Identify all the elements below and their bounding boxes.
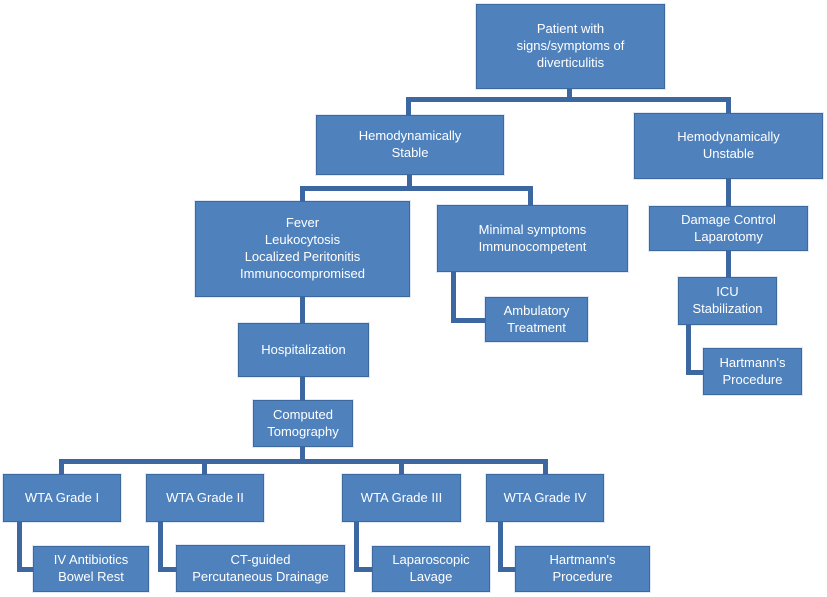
connector-patient-stub: [567, 89, 572, 99]
connector-wta2-elbow-h: [158, 567, 176, 572]
connector-hosp-ct: [300, 377, 305, 400]
connector-icu-elbow-h: [686, 370, 703, 375]
node-hemodynamically-stable: Hemodynamically Stable: [316, 115, 504, 175]
connector-minimal-elbow-v: [451, 272, 456, 323]
node-ct-guided-drainage: CT-guided Percutaneous Drainage: [176, 545, 345, 592]
node-hartmanns-procedure-right: Hartmann's Procedure: [703, 348, 802, 395]
connector-unstable-damage: [726, 179, 731, 206]
connector-to-minimal: [528, 186, 533, 205]
connector-wta1-elbow-v: [17, 522, 22, 572]
connector-to-unstable: [726, 97, 731, 113]
node-hospitalization: Hospitalization: [238, 323, 369, 377]
node-computed-tomography: Computed Tomography: [253, 400, 353, 447]
connector-wta2-elbow-v: [158, 522, 163, 572]
connector-stable-stub: [407, 175, 412, 189]
node-ambulatory-treatment: Ambulatory Treatment: [485, 297, 588, 342]
connector-wta3-elbow-h: [354, 567, 372, 572]
node-wta-grade-2: WTA Grade II: [146, 474, 264, 522]
connector-wta3-elbow-v: [354, 522, 359, 572]
connector-wta4-elbow-h: [498, 567, 515, 572]
node-wta-grade-3: WTA Grade III: [342, 474, 461, 522]
node-damage-control-laparotomy: Damage Control Laparotomy: [649, 206, 808, 251]
node-laparoscopic-lavage: Laparoscopic Lavage: [372, 546, 490, 592]
connector-to-wta3: [399, 459, 404, 474]
connector-to-wta4: [543, 459, 548, 474]
node-fever-leukocytosis: Fever Leukocytosis Localized Peritonitis…: [195, 201, 410, 297]
node-minimal-symptoms: Minimal symptoms Immunocompetent: [437, 205, 628, 272]
connector-to-wta1: [59, 459, 64, 474]
connector-level3-rail: [59, 459, 548, 464]
connector-level2-rail: [300, 186, 533, 191]
connector-fever-hosp: [300, 297, 305, 323]
connector-damage-icu: [726, 251, 731, 277]
connector-wta1-elbow-h: [17, 567, 33, 572]
node-hemodynamically-unstable: Hemodynamically Unstable: [634, 113, 823, 179]
node-patient: Patient with signs/symptoms of diverticu…: [476, 4, 665, 89]
connector-to-fever: [300, 186, 305, 201]
connector-level1-rail: [406, 97, 731, 102]
node-hartmanns-procedure-bottom: Hartmann's Procedure: [515, 546, 650, 592]
connector-icu-elbow-v: [686, 325, 691, 375]
connector-wta4-elbow-v: [498, 522, 503, 572]
node-wta-grade-1: WTA Grade I: [3, 474, 121, 522]
connector-to-stable: [406, 97, 411, 115]
node-iv-antibiotics-bowel-rest: IV Antibiotics Bowel Rest: [33, 546, 149, 592]
node-icu-stabilization: ICU Stabilization: [678, 277, 777, 325]
connector-minimal-elbow-h: [451, 318, 485, 323]
connector-to-wta2: [202, 459, 207, 474]
connector-ct-stub: [300, 447, 305, 461]
node-wta-grade-4: WTA Grade IV: [486, 474, 604, 522]
